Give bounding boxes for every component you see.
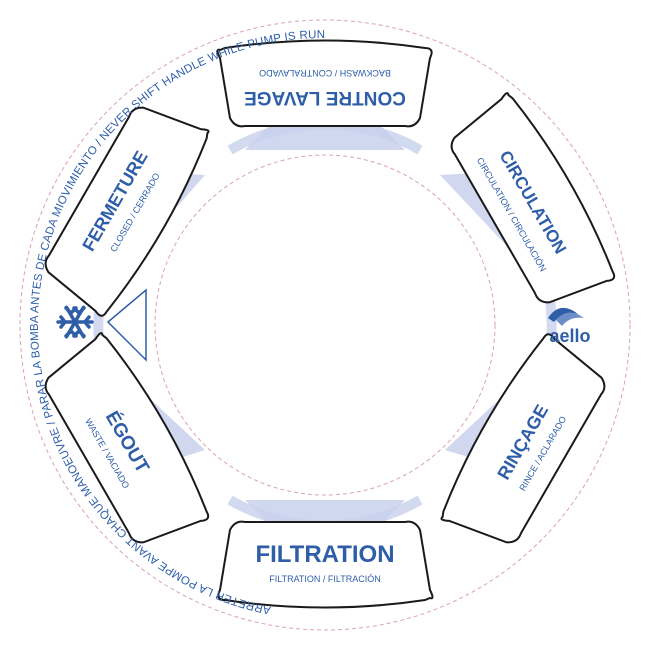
panel-contre-lavage[interactable]: CONTRE LAVAGE BACKWASH / CONTRALAVADO [216,39,433,128]
panel-egout[interactable]: ÉGOUT WASTE / VACIADO [35,328,216,556]
outer-dashed-circle [19,19,631,631]
contre-lavage-title: CONTRE LAVAGE [244,87,406,108]
snowflake-icon [56,305,94,339]
contre-lavage-sub: BACKWASH / CONTRALAVADO [259,68,391,78]
filtration-sub: FILTRATION / FILTRACIÓN [269,574,381,584]
panel-fermeture[interactable]: FERMETURE CLOSED / CERRADO [35,93,216,321]
inner-dashed-circle [154,154,496,496]
panel-filtration[interactable]: FILTRATION FILTRATION / FILTRACIÓN [217,520,434,609]
winter-arrow [106,288,147,362]
aello-logo-text: aello [549,326,590,346]
filtration-title: FILTRATION [255,541,394,568]
aello-logo: aello [548,307,591,346]
